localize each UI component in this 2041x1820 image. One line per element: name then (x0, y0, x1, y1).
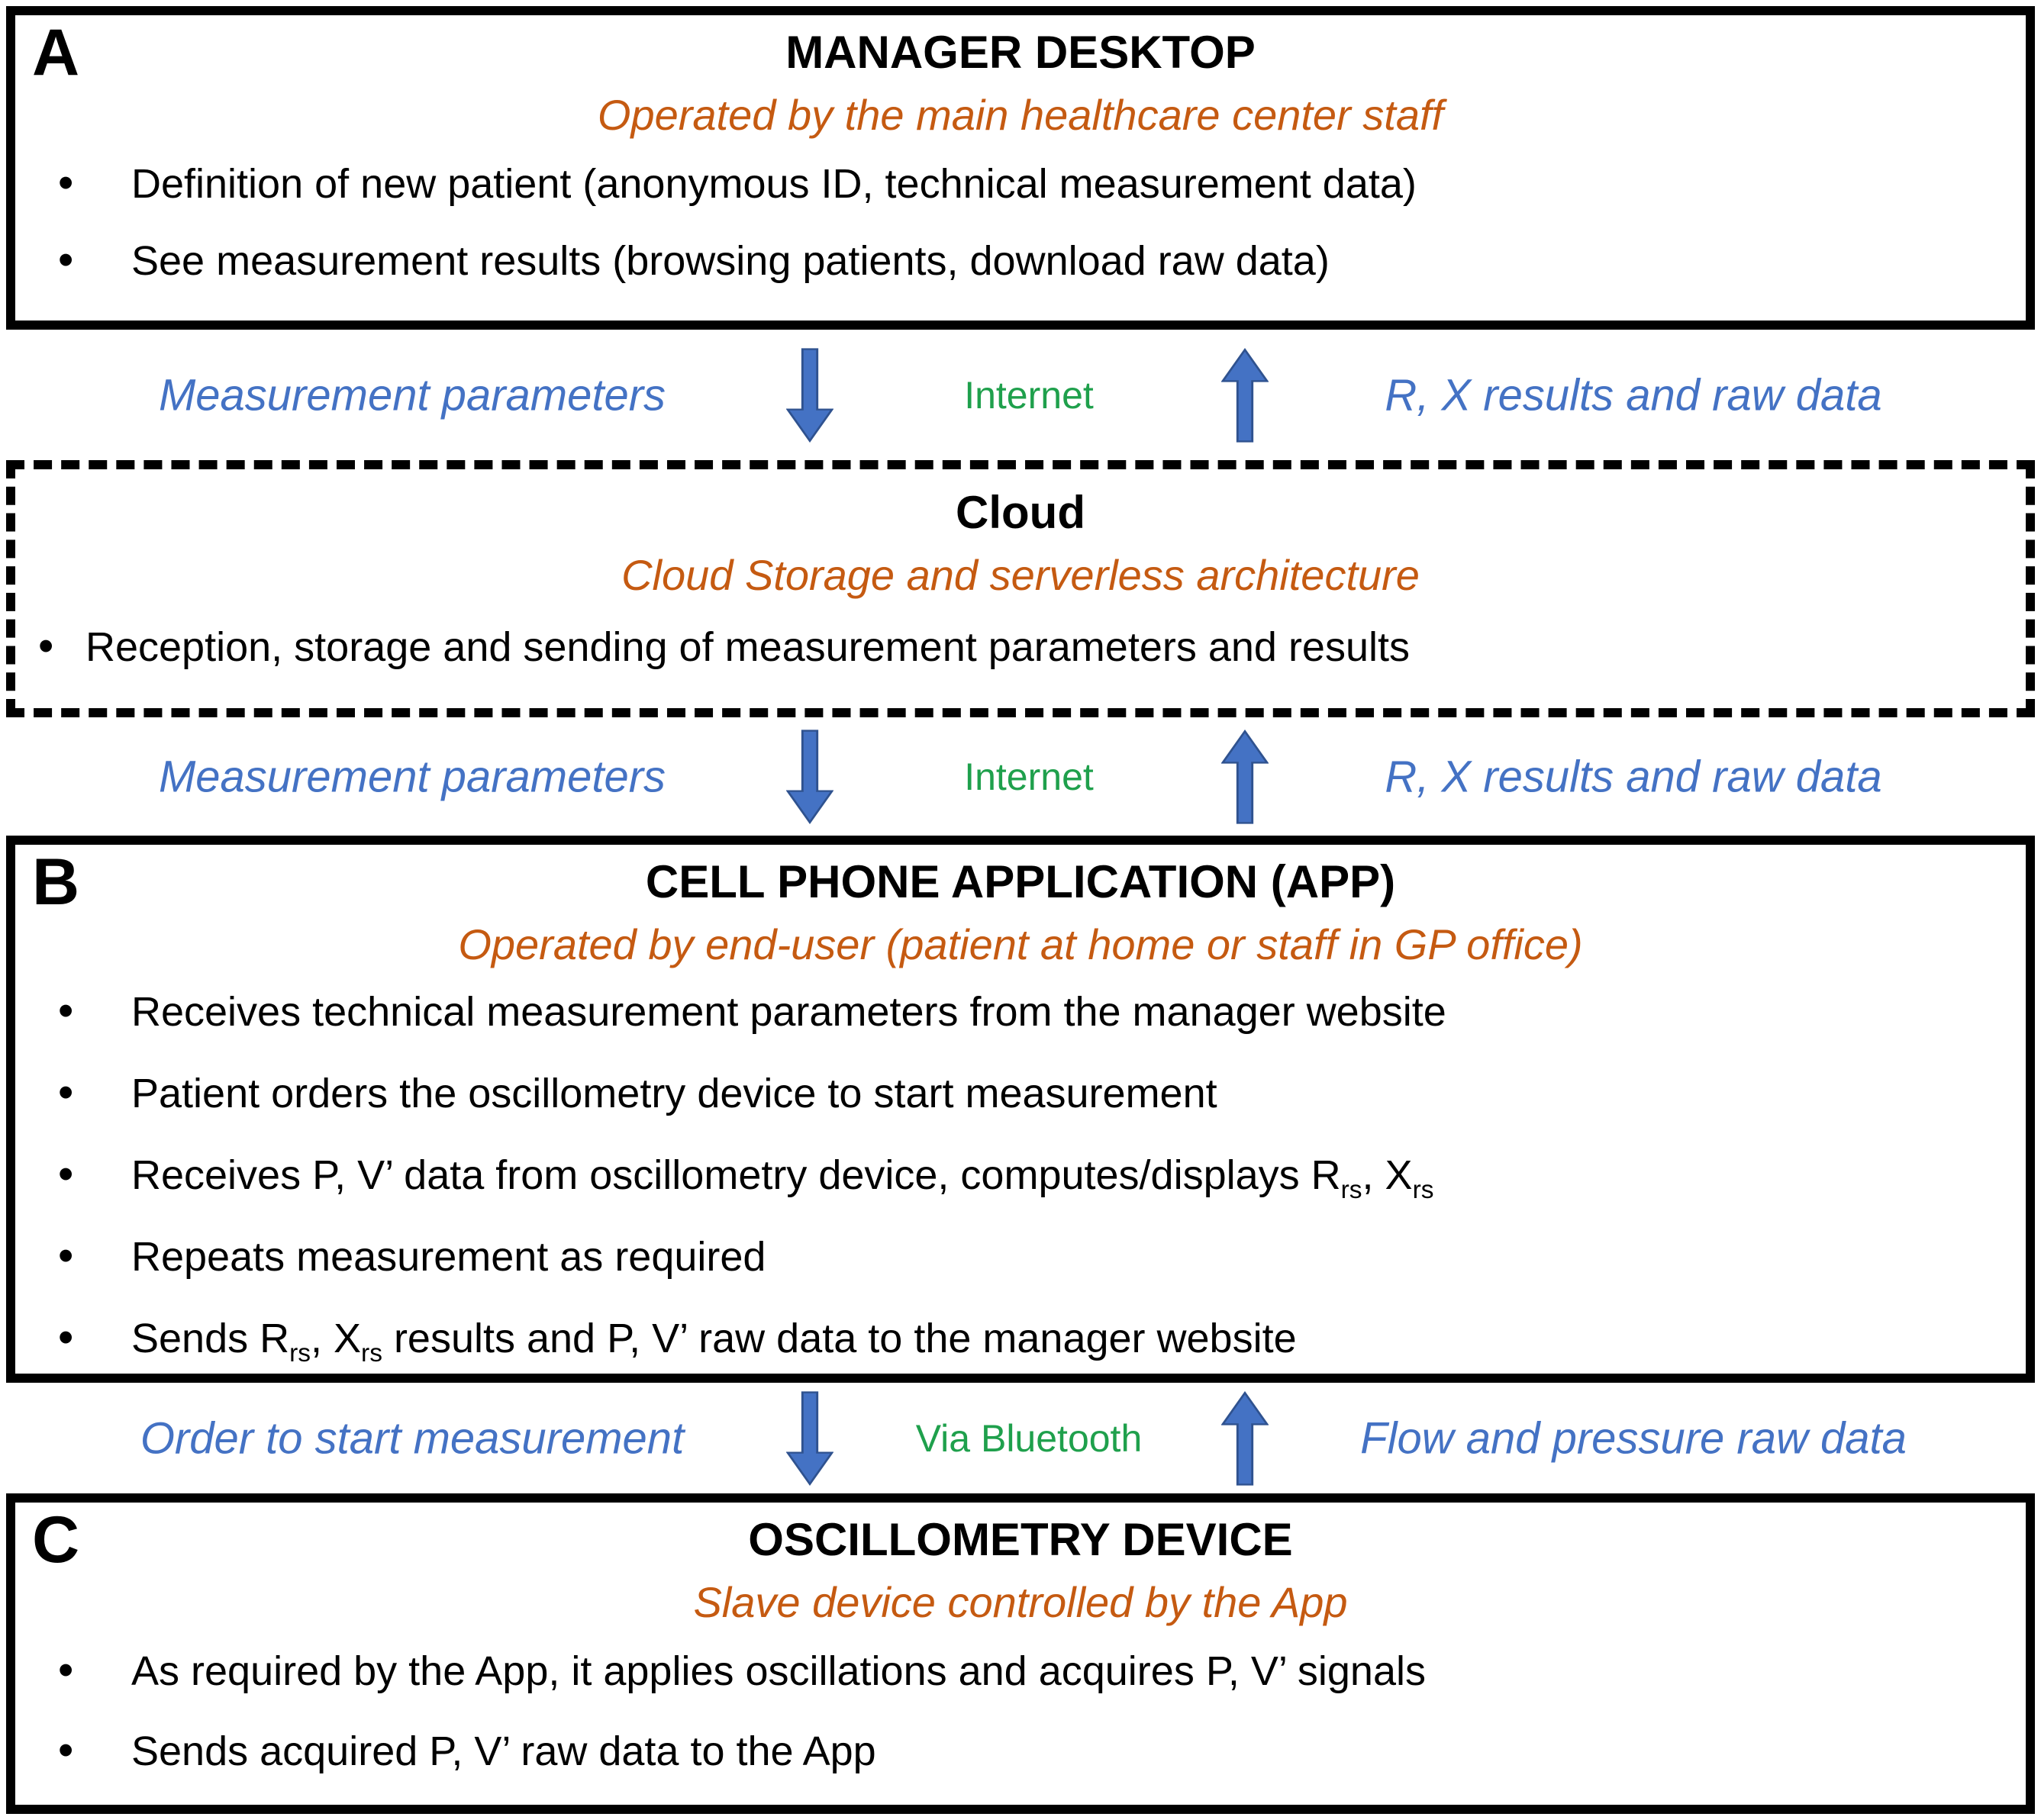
down-arrow-icon (786, 1390, 833, 1486)
bullet-item: Sends Rrs, Xrs results and P, V’ raw dat… (58, 1311, 2010, 1367)
bullet-item: See measurement results (browsing patien… (58, 234, 2010, 286)
subscript: rs (289, 1338, 311, 1367)
subscript: rs (1340, 1175, 1362, 1204)
up-arrow-icon (1221, 1390, 1269, 1486)
up-arrow-icon (1221, 347, 1269, 443)
order-start-measurement-label: Order to start measurement (140, 1413, 685, 1463)
manager-desktop-title: MANAGER DESKTOP (785, 27, 1256, 78)
measurement-parameters-label: Measurement parameters (158, 752, 666, 801)
internet-label: Internet (964, 373, 1094, 417)
internet-label: Internet (964, 755, 1094, 798)
bullet-item: Definition of new patient (anonymous ID,… (58, 156, 2010, 209)
manager-desktop-panel: A MANAGER DESKTOP Operated by the main h… (6, 6, 2035, 330)
bullet-item: Receives technical measurement parameter… (58, 984, 2010, 1037)
cell-phone-app-title: CELL PHONE APPLICATION (APP) (645, 856, 1396, 907)
bullet-item: Receives P, V’ data from oscillometry de… (58, 1148, 2010, 1203)
subscript: rs (361, 1338, 382, 1367)
cloud-subtitle: Cloud Storage and serverless architectur… (621, 551, 1420, 599)
bullet-item: Patient orders the oscillometry device t… (58, 1066, 2010, 1119)
measurement-parameters-label: Measurement parameters (158, 370, 666, 420)
cell-phone-app-bullets: Receives technical measurement parameter… (15, 984, 2010, 1367)
subscript: rs (1412, 1175, 1434, 1204)
cell-phone-app-panel: B CELL PHONE APPLICATION (APP) Operated … (6, 836, 2035, 1383)
manager-desktop-subtitle: Operated by the main healthcare center s… (597, 91, 1444, 139)
cloud-title: Cloud (956, 487, 1085, 538)
oscillometry-device-bullets: As required by the App, it applies oscil… (15, 1644, 2010, 1777)
manager-desktop-bullets: Definition of new patient (anonymous ID,… (15, 156, 2010, 286)
connector-app-device: Order to start measurement Via Bluetooth… (6, 1383, 2035, 1493)
cell-phone-app-subtitle: Operated by end-user (patient at home or… (458, 920, 1583, 968)
up-arrow-icon (1221, 729, 1269, 824)
down-arrow-icon (786, 729, 833, 824)
down-arrow-icon (786, 347, 833, 443)
via-bluetooth-label: Via Bluetooth (915, 1416, 1143, 1460)
panel-label-c: C (32, 1503, 80, 1577)
panel-label-a: A (32, 16, 80, 89)
oscillometry-device-panel: C OSCILLOMETRY DEVICE Slave device contr… (6, 1493, 2035, 1814)
flow-pressure-raw-data-label: Flow and pressure raw data (1360, 1413, 1907, 1463)
oscillometry-device-title: OSCILLOMETRY DEVICE (748, 1514, 1293, 1565)
panel-label-b: B (32, 846, 80, 919)
cloud-panel: Cloud Cloud Storage and serverless archi… (6, 460, 2035, 717)
bullet-item: Reception, storage and sending of measur… (38, 620, 2010, 672)
bullet-item: As required by the App, it applies oscil… (58, 1644, 2010, 1696)
bullet-item: Repeats measurement as required (58, 1229, 2010, 1282)
oscillometry-device-subtitle: Slave device controlled by the App (693, 1578, 1348, 1626)
results-raw-data-label: R, X results and raw data (1385, 370, 1882, 420)
connector-cloud-app: Measurement parameters Internet R, X res… (6, 717, 2035, 836)
results-raw-data-label: R, X results and raw data (1385, 752, 1882, 801)
bullet-item: Sends acquired P, V’ raw data to the App (58, 1724, 2010, 1777)
connector-desktop-cloud: Measurement parameters Internet R, X res… (6, 330, 2035, 460)
cloud-bullets: Reception, storage and sending of measur… (15, 620, 2010, 672)
